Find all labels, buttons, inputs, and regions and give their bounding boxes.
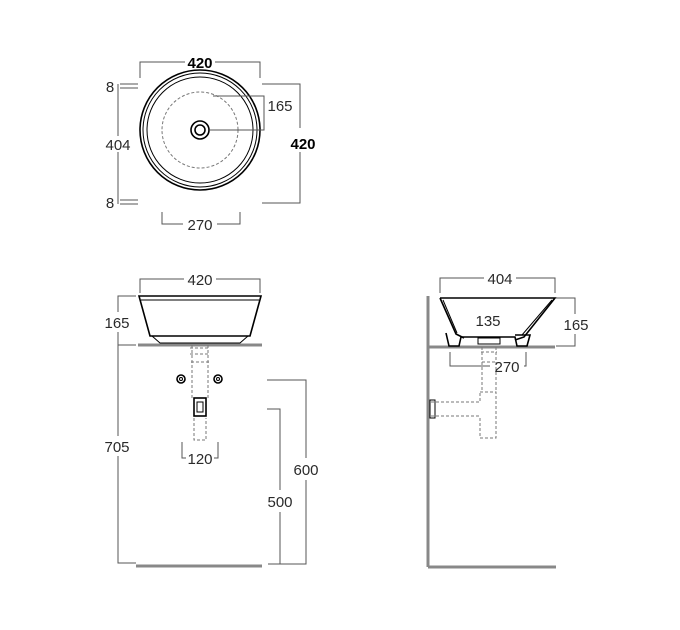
side-wall-flange bbox=[429, 399, 436, 419]
front-trap-bottom bbox=[193, 418, 207, 441]
front-trap-outlet bbox=[193, 397, 207, 417]
front-height-label: 165 bbox=[104, 315, 129, 332]
side-trap bbox=[431, 391, 497, 439]
side-basin-inner bbox=[442, 299, 553, 336]
trap-width-label: 120 bbox=[187, 451, 212, 468]
side-height-dimension bbox=[556, 297, 576, 347]
inlet-height-label: 600 bbox=[293, 462, 318, 479]
side-height-label: 165 bbox=[563, 317, 588, 334]
outlet-height-dimension bbox=[267, 408, 281, 564]
front-trap-outlet-inner bbox=[196, 401, 204, 413]
inlet-height-dimension bbox=[267, 379, 307, 565]
front-valve-right-icon bbox=[213, 374, 223, 384]
side-waste-pipe bbox=[481, 347, 497, 392]
front-view: 420 165 705 120 600 500 bbox=[104, 272, 319, 568]
outlet-height-label: 500 bbox=[267, 494, 292, 511]
drain-hole-inner bbox=[194, 124, 206, 136]
drain-hole-outer bbox=[190, 120, 210, 140]
side-drain-label: 135 bbox=[475, 313, 500, 330]
inner-diameter-label: 404 bbox=[105, 137, 130, 154]
trap-width-dimension bbox=[181, 442, 219, 459]
drain-offset-dimension bbox=[210, 95, 265, 131]
top-base-label: 270 bbox=[187, 217, 212, 234]
front-waste-pipe bbox=[190, 345, 210, 398]
side-drain-plug bbox=[477, 337, 501, 345]
front-basin-foot bbox=[151, 335, 249, 344]
top-width-label: 420 bbox=[187, 55, 212, 72]
front-basin-body bbox=[137, 295, 263, 337]
side-basin-foot bbox=[445, 332, 532, 347]
top-depth-label: 420 bbox=[290, 136, 315, 153]
front-width-dimension bbox=[139, 278, 261, 293]
top-width-dimension bbox=[139, 61, 261, 78]
front-valve-left-icon bbox=[176, 374, 186, 384]
top-view: 420 420 165 8 404 8 270 bbox=[105, 55, 315, 234]
top-depth-dimension bbox=[262, 83, 301, 204]
front-valve-left-core bbox=[179, 377, 183, 381]
rim-bottom-label: 8 bbox=[106, 195, 114, 212]
front-width-label: 420 bbox=[187, 272, 212, 289]
rim-top-label: 8 bbox=[106, 79, 114, 96]
top-base-dimension bbox=[161, 212, 241, 225]
side-view: 404 165 135 270 bbox=[426, 271, 589, 569]
floor-height-dimension bbox=[117, 344, 136, 564]
drain-offset-label: 165 bbox=[267, 98, 292, 115]
floor-height-label: 705 bbox=[104, 439, 129, 456]
side-width-dimension bbox=[439, 277, 556, 293]
side-width-label: 404 bbox=[487, 271, 512, 288]
side-base-dimension bbox=[449, 352, 527, 367]
front-valve-right-core bbox=[216, 377, 220, 381]
left-stack-dimension bbox=[117, 83, 138, 205]
side-base-label: 270 bbox=[494, 359, 519, 376]
